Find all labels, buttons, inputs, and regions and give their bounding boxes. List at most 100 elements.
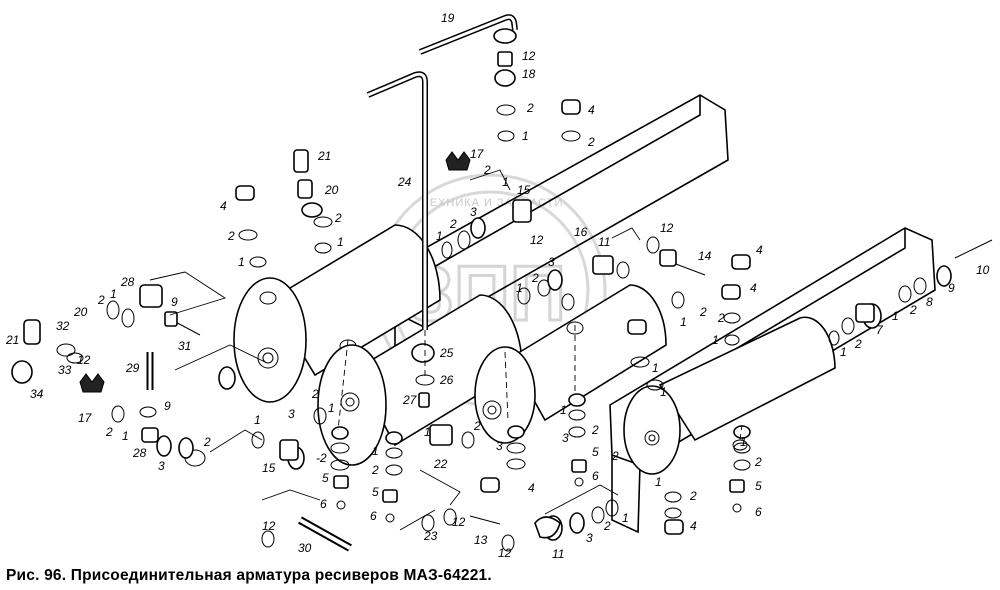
callout-4: 4 [750,281,757,295]
callout-26: 26 [439,373,454,387]
callout-22: 22 [433,457,448,471]
callout-1: 1 [328,401,335,415]
callout-6: 6 [592,469,599,483]
callout-12: 12 [452,515,466,529]
callout-2: 2 [591,423,599,437]
callout-32: 32 [56,319,70,333]
callout-9: 9 [948,281,955,295]
callout-2: 2 [699,305,707,319]
callout-1: 1 [740,435,747,449]
callout-20: 20 [324,183,339,197]
callout-1: 1 [622,511,629,525]
callout-2: 2 [611,449,619,463]
callout-1: 1 [436,229,443,243]
callout-4: 4 [528,481,535,495]
callout-2: 2 [754,455,762,469]
callout-1: 1 [892,309,899,323]
callout-2: 2 [473,419,481,433]
callout-23: 23 [423,529,438,543]
callout-1: 1 [372,444,379,458]
callout-2: 2 [526,101,534,115]
drain-valve-group [333,459,745,523]
callout-3: 3 [586,531,593,545]
callout-6: 6 [370,509,377,523]
callout-1: 1 [680,315,687,329]
callout-28: 28 [132,446,147,460]
callout-13: 13 [474,533,488,547]
callout-15: 15 [262,461,276,475]
callout-5: 5 [755,479,762,493]
callout-1: 1 [660,385,667,399]
callout-2: 2 [371,463,379,477]
callout-17: 17 [78,411,93,425]
exploded-assembly-diagram: ЗПП ТЕХНИКА И ЗАПЧАСТИ [5,11,993,561]
callout-1: 1 [712,333,719,347]
callout-2: 2 [587,135,595,149]
callout-17: 17 [470,147,485,161]
callout-21: 21 [317,149,331,163]
callout-4: 4 [588,103,595,117]
callout-7: 7 [876,323,884,337]
callout-1: 1 [238,255,245,269]
callout-29: 29 [125,361,140,375]
callout-neg2: -2 [316,451,327,465]
callout-1: 1 [424,425,431,439]
callout-5: 5 [592,445,599,459]
fitting-group [23,51,993,539]
callout-2: 2 [203,435,211,449]
callout-1: 1 [254,413,261,427]
callout-2: 2 [334,211,342,225]
callout-2: 2 [531,271,539,285]
callout-3: 3 [562,431,569,445]
callout-1: 1 [122,429,129,443]
callout-2: 2 [227,229,235,243]
callout-34: 34 [30,387,44,401]
callout-19: 19 [441,11,455,25]
callout-21: 21 [5,333,19,347]
callout-27: 27 [402,393,418,407]
tube-24 [366,71,428,330]
callout-1: 1 [652,361,659,375]
receiver-3 [474,284,667,444]
callout-labels: 19 12 18 2 1 4 2 21 20 2 1 24 17 2 1 15 … [5,11,990,561]
callout-25: 25 [439,346,454,360]
callout-2: 2 [603,519,611,533]
callout-3: 3 [158,459,165,473]
callout-4: 4 [220,199,227,213]
watermark-ring-text: ТЕХНИКА И ЗАПЧАСТИ [422,197,563,209]
callout-4: 4 [690,519,697,533]
callout-14: 14 [698,249,712,263]
receiver-2 [317,294,523,466]
receiver-1 [233,224,441,403]
figure-caption: Рис. 96. Присоединительная арматура реси… [6,567,492,584]
callout-3: 3 [288,407,295,421]
callout-1: 1 [516,281,523,295]
callout-2: 2 [311,387,319,401]
callout-8: 8 [926,295,933,309]
callout-30: 30 [298,541,312,555]
callout-28: 28 [120,275,135,289]
hidden-lines [337,325,743,441]
callout-5: 5 [322,471,329,485]
hose-30 [298,516,352,552]
tube-19 [418,14,518,55]
callout-2: 2 [854,337,862,351]
callout-24: 24 [397,175,412,189]
callout-2: 2 [105,425,113,439]
callout-2: 2 [483,163,491,177]
callout-1: 1 [337,235,344,249]
callout-10: 10 [976,263,990,277]
leader-lines [149,169,641,515]
callout-1: 1 [502,175,509,189]
callout-16: 16 [574,225,588,239]
callout-12: 12 [262,519,276,533]
callout-11: 11 [552,547,564,561]
callout-2: 2 [717,311,725,325]
receiver-4 [623,316,836,475]
callout-5: 5 [372,485,379,499]
callout-9: 9 [164,399,171,413]
callout-33: 33 [58,363,72,377]
callout-31: 31 [178,339,191,353]
callout-15: 15 [517,183,531,197]
callout-3: 3 [548,255,555,269]
